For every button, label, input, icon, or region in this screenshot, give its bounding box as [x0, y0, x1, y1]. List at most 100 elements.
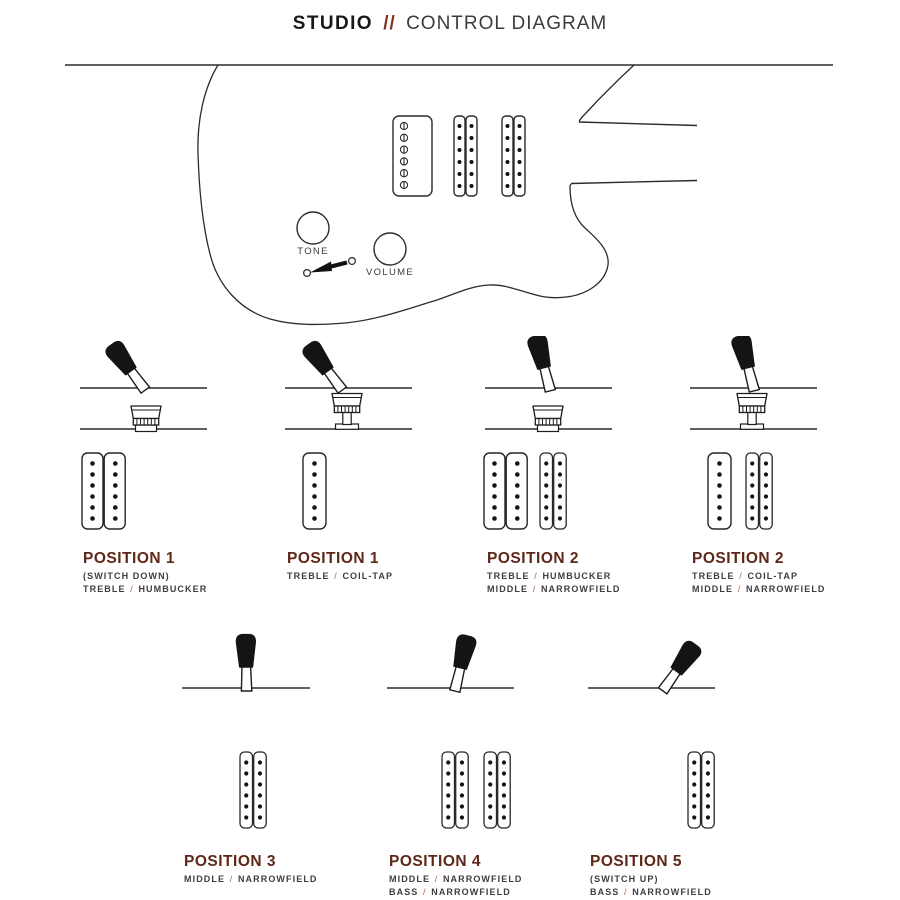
- tone-knob-up-icon: [332, 394, 362, 430]
- config-right: NARROWFIELD: [745, 584, 826, 594]
- body-narrowfield-bass-pickup: [501, 115, 526, 197]
- config-right: HUMBUCKER: [542, 571, 612, 581]
- config-right: COIL-TAP: [342, 571, 394, 581]
- blade-switch-arrow: [303, 257, 357, 278]
- config-right: NARROWFIELD: [237, 874, 318, 884]
- config-separator: /: [130, 584, 134, 594]
- position-config-line: MIDDLE / NARROWFIELD: [389, 873, 523, 886]
- config-left: MIDDLE: [487, 584, 529, 594]
- position-config-line: BASS / NARROWFIELD: [389, 886, 523, 899]
- config-separator: /: [229, 874, 234, 884]
- config-separator: /: [624, 887, 628, 897]
- config-separator: /: [434, 874, 439, 884]
- config-separator: /: [532, 584, 537, 594]
- humbucker-icon: [81, 452, 126, 530]
- position-label-5: POSITION 3 MIDDLE / NARROWFIELD: [184, 852, 318, 886]
- config-left: BASS: [590, 887, 620, 897]
- position-config-line: TREBLE / COIL-TAP: [287, 570, 393, 583]
- guitar-body-outline: [197, 64, 609, 326]
- position-label-2: POSITION 1 TREBLE / COIL-TAP: [287, 549, 393, 583]
- page-title: STUDIO // CONTROL DIAGRAM: [0, 13, 900, 35]
- config-separator: /: [739, 571, 743, 581]
- position-label-3: POSITION 2 TREBLE / HUMBUCKER MIDDLE / N…: [487, 549, 621, 596]
- config-left: MIDDLE: [389, 874, 431, 884]
- narrowfield-icon: [687, 751, 715, 829]
- neck-upper-edge: [578, 121, 698, 127]
- config-left: TREBLE: [692, 571, 735, 581]
- config-left: TREBLE: [287, 571, 330, 581]
- diagram-position-3: [182, 633, 310, 829]
- title-rest: CONTROL DIAGRAM: [406, 13, 608, 34]
- tone-knob-up-icon: [737, 394, 767, 430]
- position-config-line: MIDDLE / NARROWFIELD: [184, 873, 318, 886]
- diagram-position-4: [387, 633, 514, 829]
- config-right: NARROWFIELD: [632, 887, 712, 897]
- switch-lever-icon: [526, 336, 560, 394]
- config-left: BASS: [389, 887, 419, 897]
- config-left: TREBLE: [487, 571, 530, 581]
- title-separator-slashes: //: [383, 13, 396, 34]
- position-heading: POSITION 1: [83, 550, 175, 567]
- position-note: (SWITCH DOWN): [83, 571, 170, 581]
- config-left: TREBLE: [83, 584, 126, 594]
- switch-lever-icon: [235, 633, 257, 692]
- position-heading: POSITION 2: [487, 550, 579, 567]
- position-config-line: MIDDLE / NARROWFIELD: [692, 583, 826, 596]
- position-heading: POSITION 4: [389, 853, 481, 870]
- config-separator: /: [737, 584, 742, 594]
- tone-knob-label: TONE: [297, 246, 328, 257]
- position-label-1: POSITION 1 (SWITCH DOWN) TREBLE / HUMBUC…: [83, 549, 207, 596]
- config-right: HUMBUCKER: [138, 584, 208, 594]
- switch-lever-icon: [730, 336, 764, 394]
- config-separator: /: [534, 571, 538, 581]
- body-narrowfield-middle-pickup: [453, 115, 478, 197]
- position-config-line: TREBLE / COIL-TAP: [692, 570, 826, 583]
- position-note: (SWITCH UP): [590, 874, 659, 884]
- switch-positions-row-1: [80, 336, 817, 530]
- diagram-position-1-humbucker: [80, 338, 207, 530]
- position-label-4: POSITION 2 TREBLE / COIL-TAP MIDDLE / NA…: [692, 549, 826, 596]
- narrowfield-icon: [745, 452, 773, 530]
- diagram-position-1-coiltap: [285, 338, 412, 530]
- config-right: NARROWFIELD: [540, 584, 621, 594]
- config-separator: /: [423, 887, 427, 897]
- narrowfield-icon: [539, 452, 567, 530]
- upper-horn-outline: [578, 64, 635, 122]
- position-config-line: TREBLE / HUMBUCKER: [83, 583, 207, 596]
- body-humbucker-pickup: [392, 115, 433, 197]
- title-brand: STUDIO: [292, 13, 373, 34]
- switch-positions-row-2: [182, 633, 715, 829]
- config-right: NARROWFIELD: [442, 874, 523, 884]
- guitar-top-view: TONE VOLUME: [65, 64, 833, 326]
- config-right: COIL-TAP: [747, 571, 799, 581]
- config-left: MIDDLE: [184, 874, 226, 884]
- diagram-position-2-humbucker: [483, 336, 612, 530]
- volume-knob: VOLUME: [366, 232, 414, 278]
- position-config-line: BASS / NARROWFIELD: [590, 886, 712, 899]
- volume-knob-label: VOLUME: [366, 267, 414, 278]
- position-config-line: MIDDLE / NARROWFIELD: [487, 583, 621, 596]
- neck-lower-edge: [570, 179, 698, 185]
- tone-knob: TONE: [296, 211, 330, 257]
- position-heading: POSITION 5: [590, 853, 682, 870]
- narrowfield-icon: [441, 751, 469, 829]
- position-label-7: POSITION 5 (SWITCH UP) BASS / NARROWFIEL…: [590, 852, 712, 899]
- diagram-position-5: [588, 638, 715, 829]
- tone-knob-down-icon: [533, 406, 563, 432]
- config-separator: /: [334, 571, 338, 581]
- position-heading: POSITION 1: [287, 550, 379, 567]
- narrowfield-icon: [483, 751, 511, 829]
- diagram-position-2-coiltap: [690, 336, 817, 530]
- position-heading: POSITION 2: [692, 550, 784, 567]
- switch-lever-icon: [444, 633, 478, 694]
- humbucker-icon: [483, 452, 528, 530]
- tone-knob-down-icon: [131, 406, 161, 432]
- position-heading: POSITION 3: [184, 853, 276, 870]
- config-right: NARROWFIELD: [431, 887, 511, 897]
- narrowfield-icon: [239, 751, 267, 829]
- single-coil-icon: [302, 452, 327, 530]
- single-coil-icon: [707, 452, 732, 530]
- config-left: MIDDLE: [692, 584, 734, 594]
- position-config-line: TREBLE / HUMBUCKER: [487, 570, 621, 583]
